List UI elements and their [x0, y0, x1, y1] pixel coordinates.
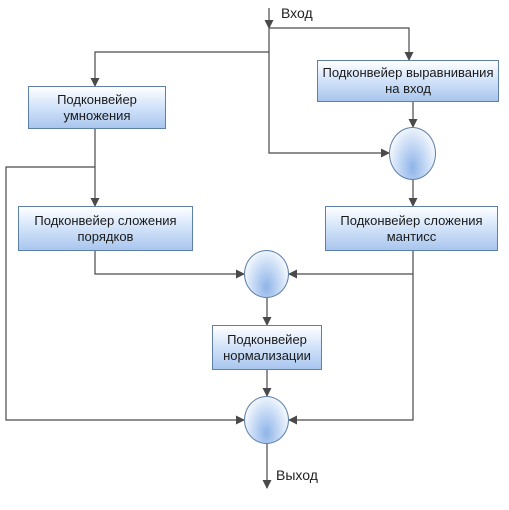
wire-left-to-node-3: [5, 166, 245, 425]
multiply-block: Подконвейер умножения: [28, 86, 166, 129]
mantissa-add-block: Подконвейер сложения мантисс: [325, 206, 498, 251]
exponent-add-block: Подконвейер сложения порядков: [18, 206, 193, 251]
wire-input-to-multiply: [90, 51, 269, 87]
wire-exp-to-node-2: [94, 251, 245, 279]
align-input-block: Подконвейер выравнивания на вход: [317, 60, 499, 102]
junction-node-middle: [244, 250, 289, 298]
wire-mant-to-node-2: [288, 251, 414, 279]
input-label: Вход: [281, 5, 313, 21]
wire-input-to-align: [269, 27, 414, 61]
wire-mant-to-node-3: [288, 274, 414, 425]
junction-node-top: [389, 127, 436, 180]
junction-node-bottom: [244, 396, 289, 444]
output-label: Выход: [276, 467, 318, 483]
wire-input-to-node-1: [268, 28, 390, 158]
normalize-block: Подконвейер нормализации: [212, 325, 322, 370]
